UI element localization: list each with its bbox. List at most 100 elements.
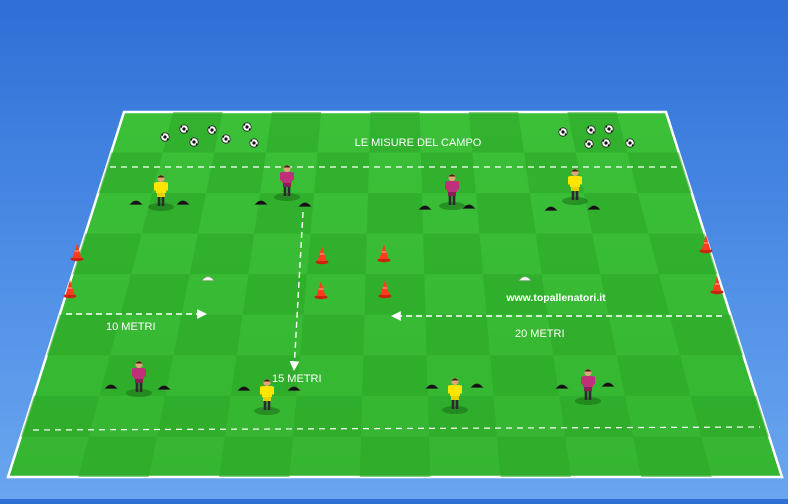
player-leg [161,196,165,206]
disc-marker-icon [418,205,432,210]
player-leg [451,399,455,409]
field-stripe [46,314,121,356]
label-20-meters: 20 METRI [515,328,565,340]
player-shirt [134,368,144,379]
player-hair [451,378,459,381]
ball-patch [195,143,198,146]
player-shirt [447,181,457,192]
ball-patch [185,130,188,133]
field-stripe [156,395,231,437]
field-stripe [98,152,163,194]
field-stripes [20,112,770,477]
player-arm [165,182,168,191]
player-leg [283,186,287,196]
ball-patch [605,125,608,128]
marker-body [544,206,558,211]
marker-body [587,205,601,210]
ball-patch [585,140,588,143]
disc-marker-icon [287,386,301,391]
player-icon [439,173,465,210]
ball-patch [224,137,228,141]
player-leg [455,399,459,409]
soccer-ball-icon [586,125,596,135]
field-stripe [648,233,718,275]
ball-patch [607,144,610,147]
field-stripe [490,355,560,396]
field-stripe [359,436,431,477]
field-stripe [20,395,100,437]
player-leg [157,196,161,206]
soccer-ball-icon [221,134,231,144]
field-stripe [219,436,293,477]
field-stripe [425,314,490,356]
player-shorts [157,192,165,197]
ball-patch [610,130,613,133]
ball-patch [590,145,593,148]
field-stripe [364,274,426,315]
field-stripe [468,112,525,153]
ball-patch [602,139,605,142]
ball-patch [626,139,629,142]
player-leg [135,382,139,392]
player-shadow [442,406,468,414]
soccer-ball-icon [179,124,189,134]
ball-patch [631,144,634,147]
ball-patch [589,128,593,132]
soccer-ball-icon [242,122,252,132]
player-arm [448,385,451,394]
player-arm [568,176,571,185]
field-stripe [535,233,601,275]
player-shadow [575,397,601,405]
disc-marker-icon [237,386,251,391]
traffic-cone-icon [315,246,329,265]
traffic-cone-icon [378,280,392,299]
marker-body [157,385,171,390]
ball-patch [180,125,183,128]
player-shirt [583,376,593,387]
ball-patch [190,138,193,141]
player-arm [445,181,448,190]
marker-body [555,384,569,389]
player-hair [448,174,456,177]
field-stripe [162,112,223,153]
disc-marker-icon [254,200,268,205]
disc-marker-icon [601,382,615,387]
soccer-ball-icon [558,127,568,137]
player-shadow [274,193,300,201]
disc-marker-icon [470,383,484,388]
player-leg [452,195,456,205]
player-hair [135,361,143,364]
player-icon [126,360,152,397]
ball-patch [587,142,591,146]
player-icon [254,378,280,415]
ball-patch [255,144,258,147]
diagram-title: LE MISURE DEL CAMPO [355,137,482,149]
player-leg [575,190,579,200]
player-arm [280,172,283,181]
label-10-meters: 10 METRI [106,321,156,333]
player-shadow [148,203,174,211]
traffic-cone-icon [63,280,77,299]
soccer-ball-icon [189,137,199,147]
soccer-ball-icon [160,132,170,142]
ball-patch [166,138,169,141]
marker-body [470,383,484,388]
field-stripe [189,233,255,275]
player-shirt [450,385,460,396]
ball-patch [592,131,595,134]
field-stripe [583,193,649,234]
marker-body [201,276,215,281]
player-shorts [571,186,579,191]
player-leg [448,195,452,205]
marker-body [298,202,312,207]
player-shorts [451,395,459,400]
field-stripe [292,395,363,437]
labels: LE MISURE DEL CAMPO www.topallenatori.it… [106,137,606,385]
marker-body [518,276,532,281]
label-15-meters: 15 METRI [272,373,322,385]
field-stripe [173,314,243,356]
player-hair [283,165,291,168]
player-hair [571,169,579,172]
website-label: www.topallenatori.it [505,292,606,304]
